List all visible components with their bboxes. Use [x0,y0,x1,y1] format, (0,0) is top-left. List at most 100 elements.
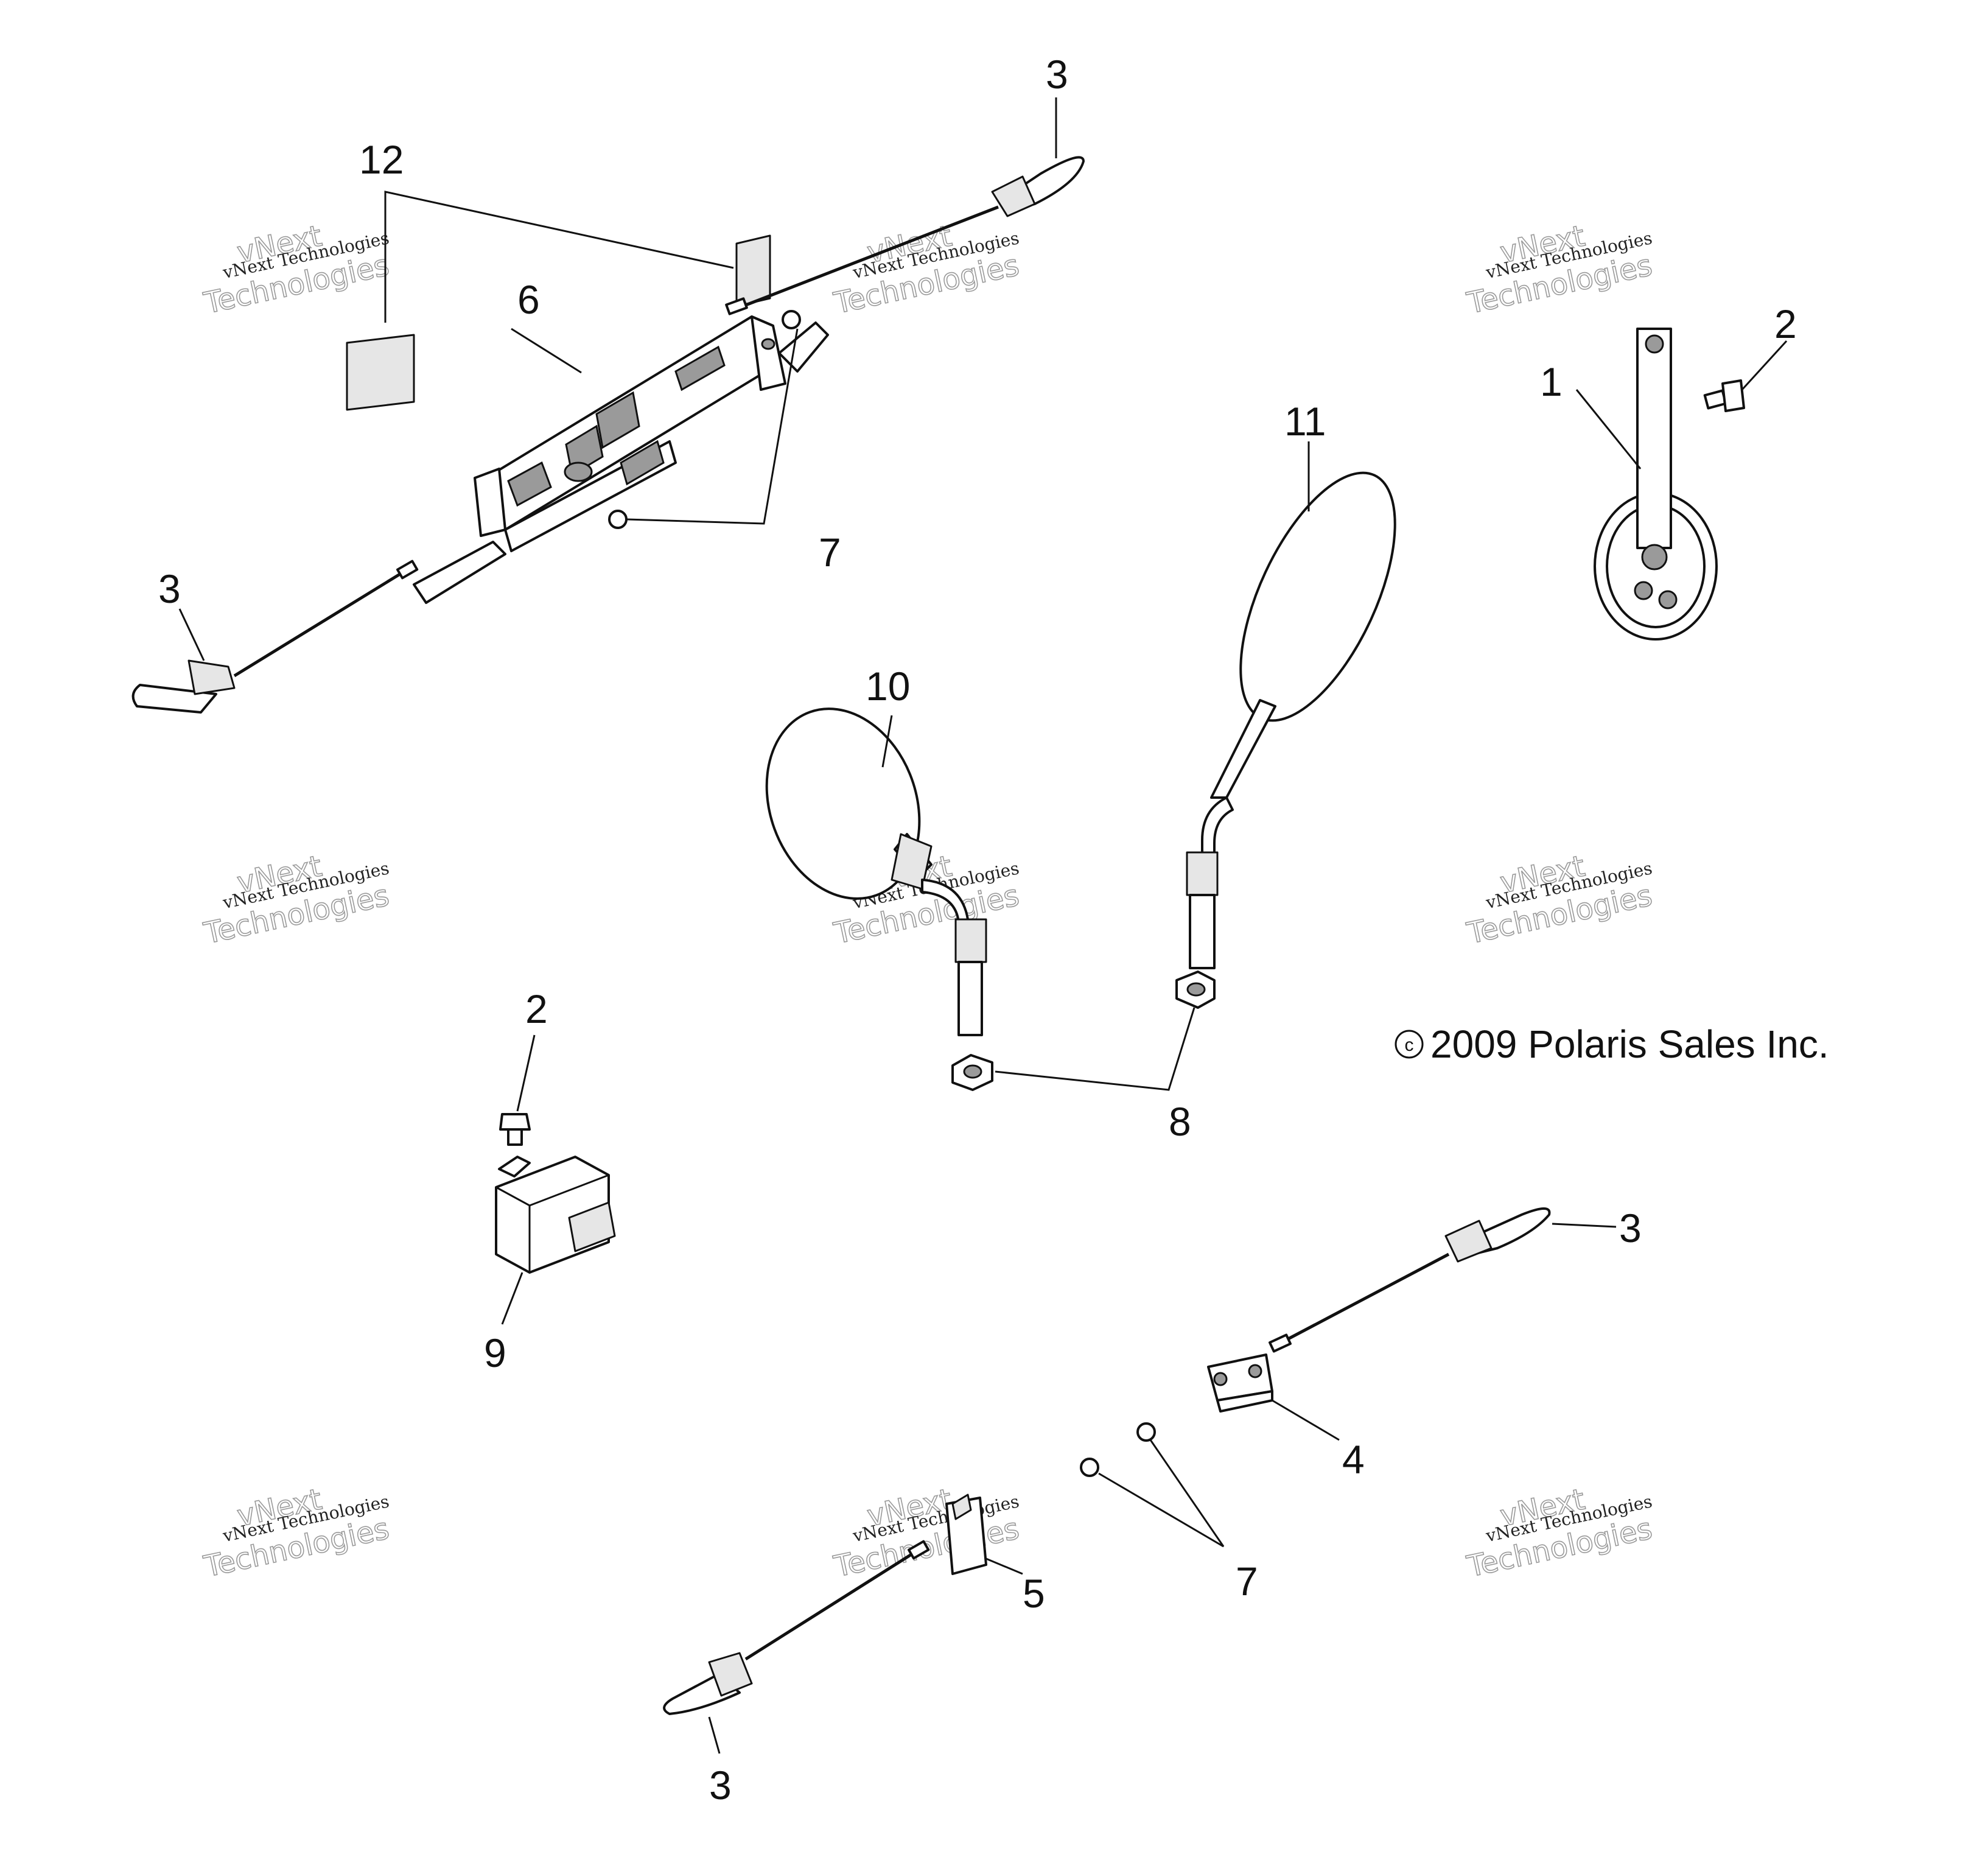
mirror-glass [765,707,921,900]
part-1-horn [1575,328,1718,641]
callout-1: 1 [1540,359,1563,404]
leader-6 [511,328,582,374]
part-3-turn-signal-upper [725,97,1085,315]
signal-wire [233,567,409,678]
leader-8 [995,1007,1195,1091]
part-6-front-bracket [413,315,829,604]
nut-bore [963,1064,982,1079]
bracket-5-tab [951,1494,972,1520]
part-8-nuts [951,971,1216,1091]
decal-upper [735,234,771,307]
callout-2: 2 [1774,301,1797,346]
callout-5: 5 [1023,1571,1045,1616]
bracket-slot [674,345,726,391]
callout-10: 10 [866,664,910,709]
callout-3: 3 [158,566,181,611]
signal-housing [991,175,1036,217]
leader-10 [881,715,893,768]
mirror-post [1189,894,1216,969]
part-4-rear-bracket [1207,1353,1340,1441]
leader-7b [1098,1439,1225,1548]
part-5-rear-left-bracket [945,1494,1023,1575]
watermark: vNext vNext Technologies Technologies [1463,219,1656,321]
signal-wire [744,1548,920,1661]
copyright-notice: c 2009 Polaris Sales Inc. [1395,1022,1829,1066]
part-7-screws-upper [608,310,801,529]
bracket-slot [507,461,552,507]
part-3-turn-signal-lower-left [663,1540,930,1754]
horn-bracket-hole [1645,334,1664,354]
horn-terminal [1658,590,1678,609]
screw-head [608,510,628,529]
relay-tab [498,1156,531,1178]
copyright-symbol-letter: c [1405,1035,1414,1055]
rear-bracket-hole [1248,1364,1262,1378]
leader-3d [708,1716,721,1754]
part-7-screws-lower [1080,1422,1225,1548]
screw-head [1080,1458,1099,1477]
signal-connector [908,1540,930,1560]
bolt-head [1721,379,1745,412]
mirror-post [957,961,983,1036]
copyright-symbol-circle [1395,1030,1424,1059]
leader-1 [1575,389,1642,469]
part-9-flasher-relay [495,1156,616,1325]
leader-3c [1552,1223,1617,1228]
callout-8: 8 [1169,1099,1191,1144]
leader-3b [178,608,205,661]
screw-head [1136,1422,1156,1442]
copyright-text: 2009 Polaris Sales Inc. [1430,1022,1829,1066]
bolt-head [499,1113,531,1131]
screw-head [782,310,801,329]
decal-lower [346,334,415,411]
leader-2a [1741,340,1788,391]
callouts: 12 3 6 2 1 11 7 3 10 2 8 9 3 4 5 7 3 [158,52,1797,1808]
signal-connector [725,297,748,315]
signal-mount-right [778,321,829,373]
watermark: vNext vNext Technologies Technologies [200,219,393,321]
mirror-clamp [1186,851,1219,896]
bolt-shank [507,1128,523,1146]
horn-terminal [1641,544,1668,570]
signal-connector [1269,1333,1292,1353]
relay-connector [568,1201,616,1252]
bracket-hole [564,462,593,482]
signal-wire [1280,1252,1450,1344]
bracket-left-tab [474,468,506,537]
watermark: vNext vNext Technologies Technologies [830,219,1023,321]
horn-terminal [1634,581,1653,600]
signal-mount-left [413,541,506,604]
bracket-hole [761,338,775,350]
callout-4: 4 [1342,1437,1365,1482]
mirror-stem [1210,699,1276,799]
leader-5 [985,1557,1023,1575]
watermark: vNext vNext Technologies Technologies [200,1482,393,1585]
part-10-mirror-left [765,707,987,1036]
callout-9: 9 [484,1330,506,1375]
callout-3: 3 [1046,52,1068,97]
horn-bracket [1636,328,1672,549]
part-12-decals [346,191,771,411]
nut-bore [1186,982,1206,997]
bracket-slot [595,391,640,449]
part-2-bolt-upper [1703,340,1788,412]
callout-3: 3 [1619,1206,1642,1251]
leader-4 [1272,1399,1340,1441]
part-3-turn-signal-left [131,560,419,714]
part-2-bolt-lower [499,1034,536,1146]
watermark: vNext vNext Technologies Technologies [200,849,393,952]
bracket-slot [620,440,665,486]
signal-connector [396,560,419,580]
bracket-right-tab [751,315,786,391]
leader-2b [516,1034,536,1112]
mirror-glass [1239,471,1396,722]
leader-9 [501,1272,523,1325]
mirror-clamp [954,918,987,963]
callout-7: 7 [1236,1559,1258,1604]
callout-6: 6 [517,277,540,322]
callout-7: 7 [819,530,841,575]
callout-3: 3 [709,1763,732,1808]
watermark-group: vNext vNext Technologies Technologies vN… [200,219,1656,1585]
watermark: vNext vNext Technologies Technologies [830,1482,1023,1585]
